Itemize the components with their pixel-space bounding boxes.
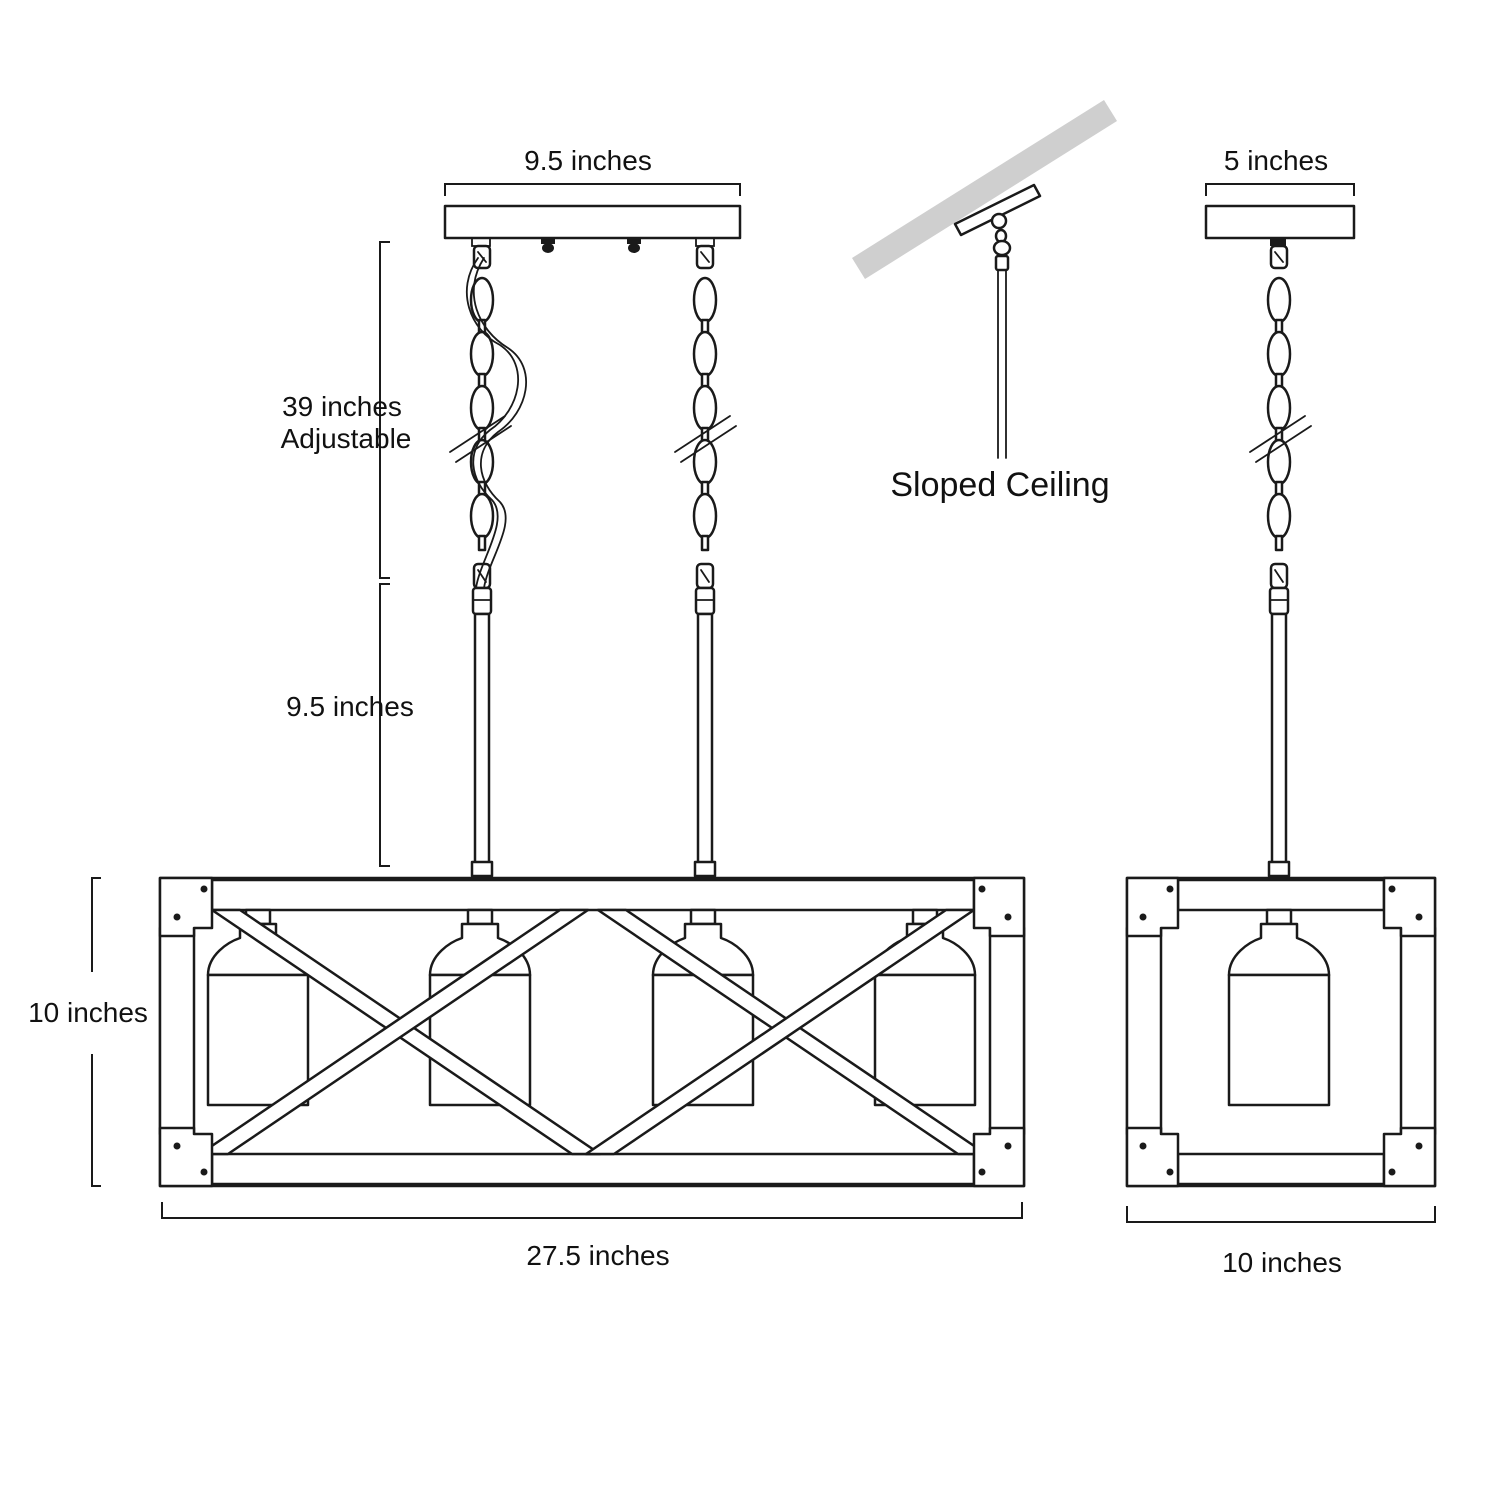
lamp-socket-cap <box>466 908 494 926</box>
sloped-ceiling-surface <box>852 100 1117 279</box>
side-fixture <box>1125 876 1437 1188</box>
front-chain-right <box>692 244 718 590</box>
side-corner-bracket-bottom-right <box>1382 1126 1437 1188</box>
side-corner-bracket-top-left <box>1125 876 1180 938</box>
front-bottom-rail <box>210 1152 976 1186</box>
front-canopy <box>443 204 742 253</box>
front-chain-right-break-mark <box>674 415 737 463</box>
fixture-height-label: 10 inches <box>28 997 148 1028</box>
front-canopy-screw-right <box>627 238 641 253</box>
front-canopy-width-label: 9.5 inches <box>524 145 652 176</box>
front-chain-left <box>469 244 495 590</box>
lamp-glass-shade <box>206 973 310 1107</box>
side-bottom-rail <box>1176 1152 1386 1186</box>
front-top-rail <box>210 878 976 912</box>
swivel-joint <box>990 212 1012 272</box>
chain-length-label: 39 inches <box>282 391 402 422</box>
front-chain-left-link <box>469 492 495 540</box>
side-chain-link <box>1266 276 1292 324</box>
side-fixture-width-dimension: 10 inches <box>1126 1206 1436 1278</box>
front-rod-connector-left <box>471 586 493 616</box>
front-canopy-plate <box>443 204 742 240</box>
side-view: 5 inches <box>1125 145 1437 1278</box>
fixture-height-dimension: 10 inches <box>28 877 148 1187</box>
side-chain-link <box>1266 384 1292 432</box>
fixture-length-dimension: 27.5 inches <box>161 1202 1023 1271</box>
front-canopy-screw-left <box>541 238 555 253</box>
front-corner-bracket-bottom-left <box>158 1126 214 1188</box>
lamp-glass-shade <box>1227 973 1331 1107</box>
side-chain-top-hook <box>1269 244 1289 270</box>
side-chain-bottom-hook <box>1269 562 1289 590</box>
front-view: 9.5 inches 39 inches Adjustable 9.5 inch… <box>28 145 1026 1271</box>
lamp-socket-cap <box>1265 908 1293 926</box>
rod-length-label: 9.5 inches <box>286 691 414 722</box>
front-chain-right-link <box>692 384 718 432</box>
side-chain-link-connector <box>1274 534 1284 552</box>
fixture-length-label: 27.5 inches <box>526 1240 669 1271</box>
sloped-ceiling-label: Sloped Ceiling <box>890 466 1109 504</box>
side-rod-connector <box>1268 586 1290 616</box>
front-chain-left-break-mark <box>449 415 512 463</box>
power-cord-outer <box>473 257 527 589</box>
front-chain-right-top-hook <box>695 244 715 270</box>
front-downrod-right <box>693 612 717 878</box>
side-right-post <box>1399 926 1437 1136</box>
side-chain <box>1266 244 1292 590</box>
side-corner-bracket-bottom-left <box>1125 1126 1180 1188</box>
sloped-ceiling-inset: Sloped Ceiling <box>852 100 1117 504</box>
side-canopy-width-dimension: 5 inches <box>1205 145 1355 196</box>
power-cord <box>465 257 519 589</box>
front-chain-right-link <box>692 276 718 324</box>
front-corner-bracket-top-right <box>972 876 1026 938</box>
front-chain-right-link <box>692 330 718 378</box>
front-chain-right-link <box>692 492 718 540</box>
side-canopy <box>1204 204 1356 246</box>
side-canopy-plate <box>1204 204 1356 240</box>
sloped-canopy-plate <box>953 183 1042 237</box>
front-chain-right-link-connector <box>700 534 710 552</box>
front-rod-connector-right <box>694 586 716 616</box>
lamp-glass-shade <box>873 973 977 1107</box>
front-chain-left-link <box>469 438 495 486</box>
side-fixture-width-label: 10 inches <box>1222 1247 1342 1278</box>
chain-length-dimension: 39 inches Adjustable <box>281 241 412 579</box>
side-corner-bracket-top-right <box>1382 876 1437 938</box>
front-chain-left-link <box>469 384 495 432</box>
front-corner-bracket-top-left <box>158 876 214 938</box>
chain-length-note: Adjustable <box>281 423 412 454</box>
front-chain-left-top-hook <box>472 244 492 270</box>
front-left-post <box>158 926 196 1136</box>
side-lamps <box>1227 908 1331 1107</box>
side-downrod <box>1267 612 1291 878</box>
side-chain-break-mark <box>1249 415 1312 463</box>
side-left-post <box>1125 926 1163 1136</box>
front-fixture <box>158 876 1026 1188</box>
side-canopy-width-label: 5 inches <box>1224 145 1328 176</box>
side-top-rail <box>1176 878 1386 912</box>
front-canopy-width-dimension: 9.5 inches <box>444 145 741 196</box>
front-downrod-left <box>470 612 494 878</box>
front-chain-left-link-connector <box>477 534 487 552</box>
side-chain-link <box>1266 492 1292 540</box>
lamp-socket-dome <box>1227 922 1331 977</box>
lamp-socket-cap <box>689 908 717 926</box>
front-lamp-4 <box>873 908 977 1107</box>
front-right-post <box>988 926 1026 1136</box>
front-corner-bracket-bottom-right <box>972 1126 1026 1188</box>
side-lamp-1 <box>1227 908 1331 1107</box>
side-chain-link <box>1266 330 1292 378</box>
rod-length-dimension: 9.5 inches <box>286 583 414 867</box>
front-chain-right-bottom-hook <box>695 562 715 590</box>
side-canopy-hook <box>1270 238 1286 246</box>
